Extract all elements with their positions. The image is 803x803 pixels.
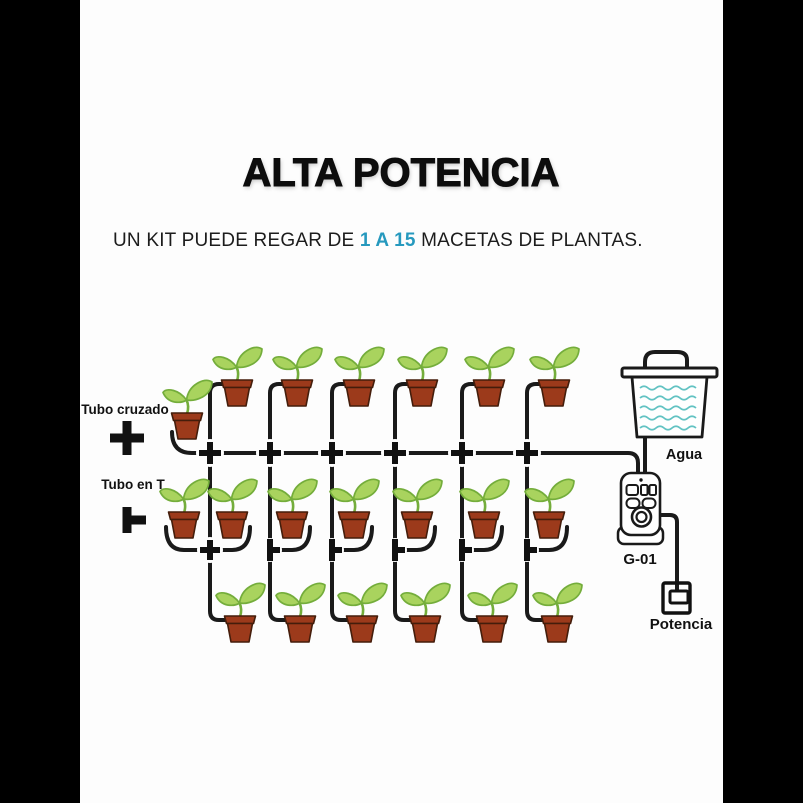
tee-junction-icon [258,538,282,562]
cross-junction-icon [256,439,284,467]
controller-dial-center [635,510,648,524]
column-tube [268,382,288,622]
tee-connector-icon [122,507,146,533]
controller-button [625,497,641,509]
main-line-tube [170,430,640,475]
power-plug-icon: Potencia [650,581,713,633]
cross-junction-icon [196,439,224,467]
plant-pot-icon [211,346,264,408]
column-tube [393,382,413,622]
column-tube [208,382,228,622]
legend-cross-label: Tubo cruzado [81,402,169,417]
controller-button [648,484,657,496]
plant-pot-icon [214,582,267,644]
power-tube [658,513,679,594]
cross-junction-icon [448,439,476,467]
indicator-dot [639,478,643,482]
controller-label: G-01 [623,551,656,568]
subtitle-highlight: 1 A 15 [359,230,416,251]
plant-pot-icon [336,582,389,644]
page-subtitle: UN KIT PUEDE REGAR DE 1 A 15 MACETAS DE … [113,230,643,252]
plant-pot-icon [531,582,584,644]
plant-pot-icon [463,346,516,408]
cross-junction-icon [197,537,223,563]
tee-junction-icon [320,538,344,562]
junctions [196,439,541,563]
water-tank-label: Agua [666,447,703,463]
middle-j-tube [268,525,312,552]
irrigation-diagram: Tubo cruzado Tubo en T Agua [81,346,719,644]
legend: Tubo cruzado Tubo en T [81,402,169,533]
water-waves [639,385,697,431]
content-area: ALTA POTENCIA UN KIT PUEDE REGAR DE 1 A … [80,0,723,803]
plant-pot-icon [271,346,324,408]
plant-pot-icon [274,582,327,644]
tee-junction-icon [450,538,474,562]
tee-junction-icon [383,538,407,562]
plant-pot-icon [528,346,581,408]
water-tank-tube [643,350,689,475]
controller-button [625,484,639,496]
plant-pot-icon [399,582,452,644]
column-tube [330,382,350,622]
tube-network [164,350,689,622]
subtitle-prefix: UN KIT PUEDE REGAR DE [113,230,360,251]
power-label: Potencia [650,616,713,633]
controller-icon: G-01 [616,471,665,568]
plant-pot-icon [466,582,519,644]
subtitle-suffix: MACETAS DE PLANTAS. [415,230,643,251]
controller-button [640,484,649,496]
middle-j-tube [525,525,569,552]
cross-connector-icon [110,421,144,455]
middle-j-tube [460,525,504,552]
column-tube [525,382,545,622]
cross-junction-icon [513,439,541,467]
middle-j-tube [330,525,374,552]
water-tank-icon: Agua [620,366,719,463]
plants [158,346,584,644]
plant-pot-icon [161,379,214,441]
middle-j-tube [393,525,437,552]
cross-junction-icon [318,439,346,467]
plant-pot-icon [396,346,449,408]
cross-junction-icon [381,439,409,467]
column-tube [460,382,480,622]
legend-tee-label: Tubo en T [101,477,165,492]
tee-junction-icon [515,538,539,562]
controller-button [641,497,657,509]
page-title: ALTA POTENCIA [242,151,560,196]
plant-pot-icon [333,346,386,408]
